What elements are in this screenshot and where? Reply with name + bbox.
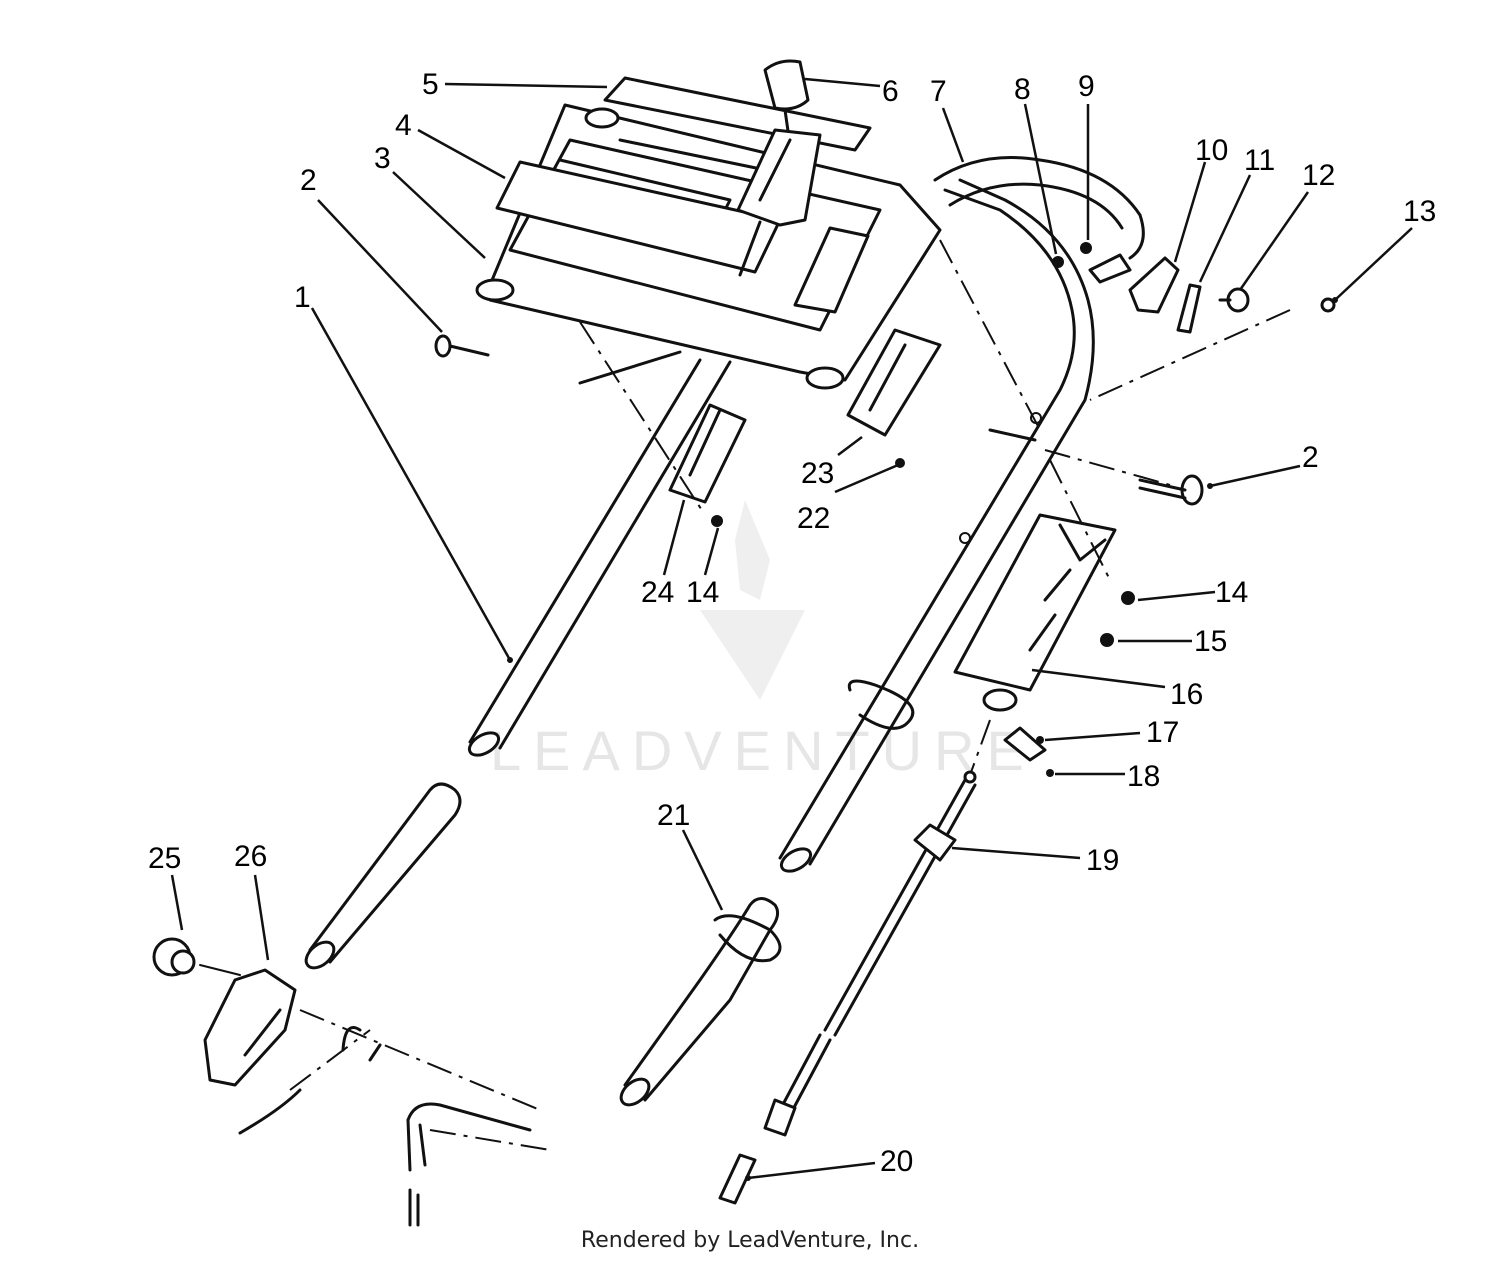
callout-7: 7 (930, 75, 947, 108)
wire-clip-lower (713, 914, 782, 963)
callout-1: 1 (294, 281, 311, 314)
callout-25: 25 (148, 842, 181, 875)
leader-lines (170, 77, 1413, 1181)
callout-9: 9 (1078, 70, 1095, 103)
carriage-bolt-left (434, 334, 490, 358)
watermark-logo (700, 500, 805, 700)
callout-13: 13 (1403, 195, 1436, 228)
callout-17: 17 (1146, 716, 1179, 749)
lower-handle-right (619, 897, 780, 1107)
callout-14-left: 14 (686, 576, 719, 609)
callout-26: 26 (234, 840, 267, 873)
watermark-text: LEADVENTURE (490, 719, 1036, 782)
upper-handle-right-tube (778, 178, 1095, 873)
callout-24: 24 (641, 576, 674, 609)
callout-11: 11 (1244, 144, 1275, 177)
callout-2-left: 2 (300, 164, 317, 197)
footer-credit: Rendered by LeadVenture, Inc. (580, 1228, 920, 1253)
callout-numbers: 1 2 2 3 4 5 6 7 8 9 10 11 12 13 14 14 15… (148, 68, 1436, 1178)
shift-rod (763, 778, 977, 1137)
left-guide-bracket (668, 403, 747, 504)
right-guide-bracket (846, 328, 942, 437)
callout-8: 8 (1014, 73, 1031, 106)
carriage-bolt-right (1138, 474, 1204, 506)
callout-15: 15 (1194, 625, 1227, 658)
shift-lever-knob (736, 59, 822, 277)
lower-handle-left (304, 782, 462, 970)
callout-19: 19 (1086, 844, 1119, 877)
callout-22: 22 (797, 502, 830, 535)
chassis-fragment (238, 1009, 551, 1227)
callout-10: 10 (1195, 134, 1228, 167)
callout-5: 5 (422, 68, 439, 101)
callout-2-right: 2 (1302, 441, 1319, 474)
callout-20: 20 (880, 1145, 913, 1178)
wire-clip-upper (847, 679, 915, 730)
callout-4: 4 (395, 109, 412, 142)
handle-mount-bracket (203, 968, 297, 1087)
callout-16: 16 (1170, 678, 1203, 711)
spacer-washer (1003, 726, 1047, 762)
upper-handle-left-tube (467, 358, 732, 757)
callout-14-right: 14 (1215, 576, 1248, 609)
shift-bracket (953, 513, 1117, 712)
rod-end-connector (718, 1153, 757, 1205)
cross-bar-hardware (1052, 242, 1336, 334)
handle-knob (152, 937, 241, 977)
callout-18: 18 (1127, 760, 1160, 793)
callout-12: 12 (1302, 159, 1335, 192)
callout-21: 21 (657, 799, 690, 832)
callout-6: 6 (882, 75, 899, 108)
alignment-center-lines (578, 239, 1291, 776)
callout-23: 23 (801, 457, 834, 490)
callout-3: 3 (374, 142, 391, 175)
